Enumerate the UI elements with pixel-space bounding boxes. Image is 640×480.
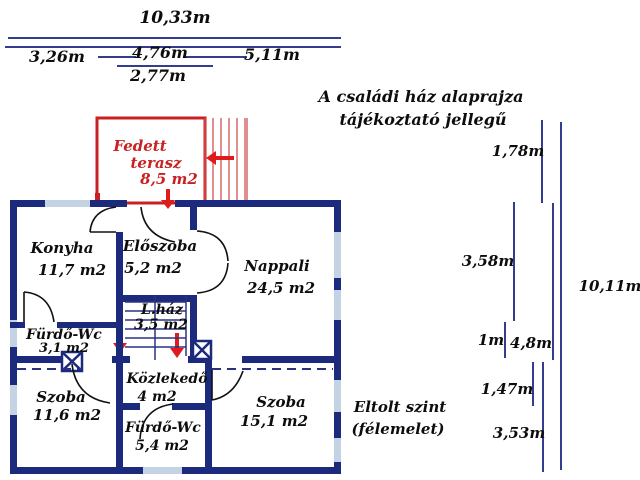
dimension-label-3-53: 3,53m	[492, 424, 546, 442]
dimension-label-total-width: 10,33m	[139, 8, 211, 28]
note-line1: Eltolt szint	[353, 398, 447, 416]
right-dimension-lines	[504, 120, 562, 472]
dimension-label-inner: 2,77m	[130, 66, 186, 85]
plan-title-line1: A családi ház alaprajza	[318, 87, 524, 106]
chimney-symbol-right	[191, 339, 213, 361]
dimension-label-1-78: 1,78m	[491, 142, 545, 160]
interior-walls	[10, 200, 341, 467]
room-area-furdo-wc-also: 5,4 m2	[135, 438, 189, 454]
room-area-terasz: 8,5 m2	[140, 170, 198, 188]
plan-title-line2: tájékoztató jellegű	[339, 110, 507, 129]
dimension-label-1m: 1m	[477, 331, 505, 349]
terrace-outline	[95, 116, 207, 207]
room-label-eloszoba: Előszoba	[122, 237, 198, 255]
room-label-furdo-wc-felso: Fürdő-Wc	[26, 327, 102, 343]
room-label-nappali: Nappali	[244, 257, 310, 275]
note-line2: (félemelet)	[351, 420, 445, 438]
dimension-label-left: 3,26m	[29, 47, 85, 66]
staircase	[125, 295, 187, 360]
windows	[10, 200, 341, 474]
room-area-furdo-wc-felso: 3,1 m2	[39, 341, 89, 356]
room-area-szoba-bal: 11,6 m2	[32, 406, 102, 424]
steps-left-arrow-icon	[206, 151, 234, 165]
room-area-eloszoba: 5,2 m2	[124, 259, 182, 277]
room-label-szoba-jobb: Szoba	[256, 393, 306, 411]
room-area-konyha: 11,7 m2	[37, 261, 107, 279]
room-area-kozlekedo: 4 m2	[137, 389, 177, 405]
room-label-szoba-bal: Szoba	[36, 388, 86, 406]
room-label-lepcsohaz: L.ház	[141, 302, 183, 318]
dimension-label-right: 5,11m	[244, 45, 300, 64]
room-label-kozlekedo: Közlekedő	[126, 371, 208, 387]
room-area-lepcsohaz: 3,5 m2	[134, 317, 188, 333]
room-label-terasz-line1: Fedett	[113, 137, 167, 155]
chimney-symbol-left	[60, 350, 84, 373]
stair-down-arrow-right-icon	[170, 333, 184, 358]
room-area-nappali: 24,5 m2	[246, 279, 316, 297]
dimension-label-3-58: 3,58m	[461, 252, 515, 270]
room-label-terasz-line2: terasz	[130, 154, 182, 172]
dimension-label-1-47: 1,47m	[480, 380, 534, 398]
door-swings	[23, 206, 244, 440]
terrace-down-arrow-icon	[161, 189, 175, 209]
dimension-label-middle: 4,76m	[132, 43, 188, 62]
room-label-konyha: Konyha	[30, 239, 94, 257]
room-label-furdo-wc-also: Fürdő-Wc	[125, 420, 201, 436]
dimension-label-4-8: 4,8m	[510, 334, 552, 352]
top-dimension-lines	[5, 37, 341, 67]
room-area-szoba-jobb: 15,1 m2	[239, 412, 309, 430]
dimension-label-total-height: 10,11m	[578, 277, 640, 295]
